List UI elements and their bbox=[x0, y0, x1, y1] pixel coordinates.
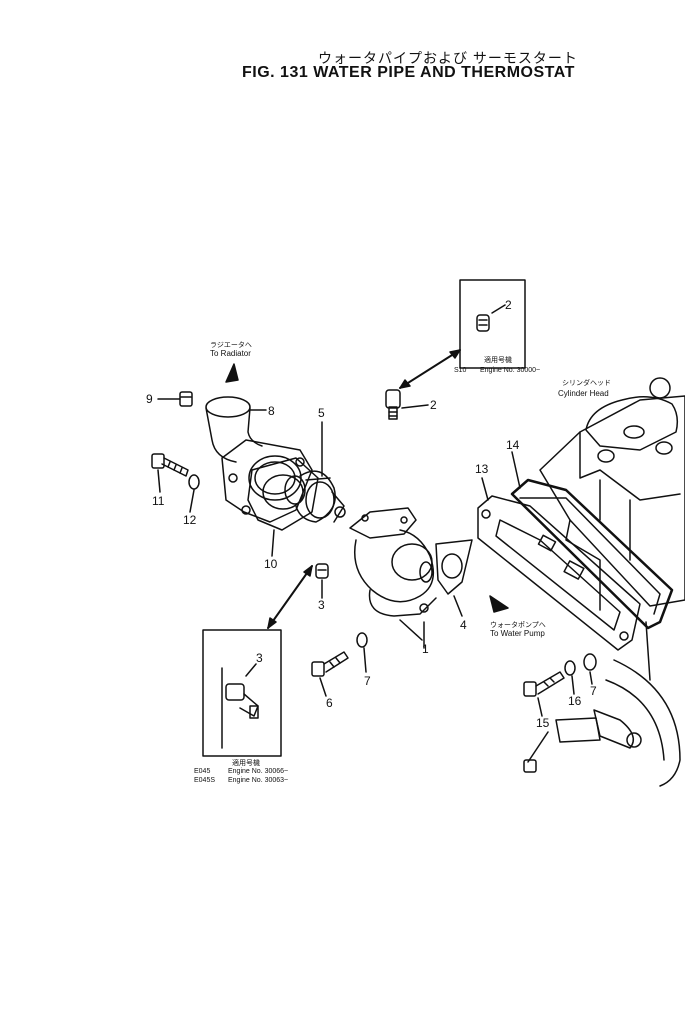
to-water-pump-label: To Water Pump bbox=[490, 629, 545, 638]
arrow-3 bbox=[267, 565, 313, 629]
thermostat-housing-part-1 bbox=[349, 507, 437, 617]
leader-16 bbox=[571, 675, 575, 695]
callout-6: 6 bbox=[326, 696, 333, 710]
spacer-part-13 bbox=[477, 495, 641, 651]
bolt-part-15 bbox=[523, 671, 565, 697]
callout-10: 10 bbox=[264, 557, 278, 571]
sender-part-3 bbox=[315, 563, 329, 579]
inset-bottom-header: 適用号機 bbox=[232, 760, 260, 767]
sender-part-3-inset bbox=[221, 667, 259, 749]
leader-7b bbox=[589, 671, 593, 685]
inset-top-engine-no: Engine No. 30000~ bbox=[480, 367, 541, 374]
callout-2: 2 bbox=[430, 398, 437, 412]
to-water-pump-jp-label: ウォータポンプへ bbox=[490, 622, 546, 629]
leader-13 bbox=[481, 477, 489, 501]
inset-bottom-engine-2: Engine No. 30063~ bbox=[228, 777, 289, 784]
leader-3-inset bbox=[245, 663, 257, 677]
callout-2-inset: 2 bbox=[505, 298, 512, 312]
callout-3: 3 bbox=[318, 598, 325, 612]
callout-1: 1 bbox=[422, 642, 429, 656]
callout-5: 5 bbox=[318, 406, 325, 420]
callout-7b: 7 bbox=[590, 684, 597, 698]
lower-engine-parts bbox=[523, 621, 681, 787]
leader-2-inset bbox=[491, 304, 506, 314]
to-radiator-label: To Radiator bbox=[210, 349, 251, 358]
bolt-part-6 bbox=[311, 651, 349, 677]
cylinder-head-label: Cylinder Head bbox=[558, 389, 609, 398]
leader-6 bbox=[319, 677, 327, 697]
inset-top-header: 適用号機 bbox=[484, 357, 512, 364]
callout-11: 11 bbox=[152, 494, 165, 508]
plug-2-inset bbox=[476, 314, 490, 332]
gasket-part-4 bbox=[435, 539, 473, 595]
inset-bottom-model-1: E045 bbox=[194, 768, 211, 775]
callout-3-inset: 3 bbox=[256, 651, 263, 665]
inset-top-model: S10 bbox=[454, 367, 467, 374]
to-radiator-arrow bbox=[225, 363, 239, 383]
water-pipe-part-8 bbox=[205, 396, 313, 523]
callout-15: 15 bbox=[536, 716, 550, 730]
cylinder-head bbox=[539, 377, 685, 611]
to-radiator-jp-label: ラジエータへ bbox=[210, 342, 252, 349]
leader-4 bbox=[453, 595, 463, 617]
to-water-pump-arrow bbox=[489, 595, 509, 613]
sender-part-2 bbox=[385, 389, 401, 420]
inset-bottom-engine-1: Engine No. 30066~ bbox=[228, 768, 289, 775]
callout-8: 8 bbox=[268, 404, 275, 418]
bolt-part-11 bbox=[151, 453, 189, 477]
leader-14 bbox=[511, 451, 521, 489]
cylinder-head-jp-label: シリンダヘッド bbox=[562, 380, 611, 387]
callout-14: 14 bbox=[506, 438, 520, 452]
washer-part-12 bbox=[188, 474, 200, 490]
callout-12: 12 bbox=[183, 513, 197, 527]
title-japanese: ウォータパイプおよび サーモスタート bbox=[318, 50, 578, 66]
callout-7: 7 bbox=[364, 674, 371, 688]
gasket-part-10 bbox=[247, 457, 319, 531]
leader-11 bbox=[157, 469, 161, 493]
leader-1 bbox=[399, 619, 423, 641]
washer-part-16 bbox=[564, 660, 576, 676]
washer-part-7b bbox=[583, 653, 597, 671]
inset-box-bottom bbox=[202, 629, 282, 757]
leader-12 bbox=[189, 489, 195, 513]
plug-part-9 bbox=[179, 391, 193, 407]
inset-box-top bbox=[459, 279, 526, 369]
leader-15 bbox=[537, 697, 543, 717]
callout-13: 13 bbox=[475, 462, 489, 476]
leader-7 bbox=[363, 647, 367, 673]
leader-2 bbox=[401, 404, 429, 409]
gasket-part-14 bbox=[510, 478, 674, 630]
callout-4: 4 bbox=[460, 618, 467, 632]
washer-part-7 bbox=[356, 632, 368, 648]
leader-10 bbox=[271, 529, 275, 557]
inset-bottom-model-2: E045S bbox=[194, 777, 216, 784]
page-title: FIG. 131 WATER PIPE AND THERMOSTAT bbox=[242, 64, 575, 81]
callout-9: 9 bbox=[146, 392, 153, 406]
arrow-2 bbox=[399, 349, 461, 389]
thermostat-part-5 bbox=[284, 470, 346, 523]
callout-16: 16 bbox=[568, 694, 582, 708]
